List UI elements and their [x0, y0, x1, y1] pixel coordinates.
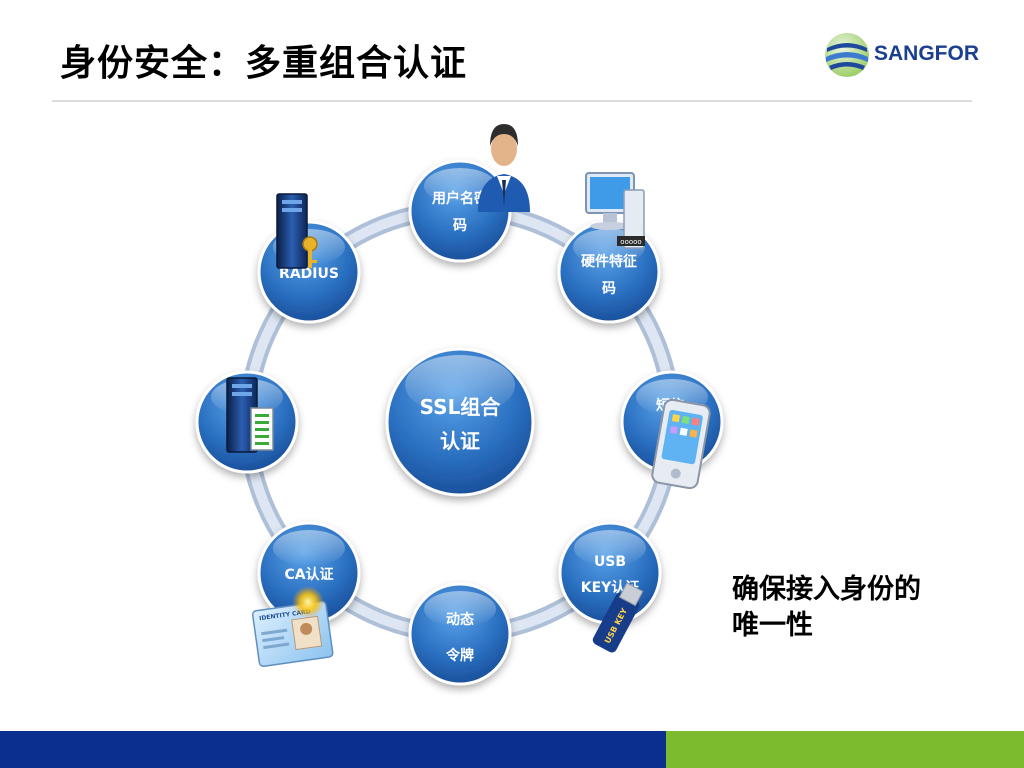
computer-icon: ooooo — [585, 172, 645, 249]
note-line2: 唯一性 — [732, 610, 813, 641]
center-node — [385, 347, 535, 497]
logo-text: SANGFOR — [874, 42, 979, 65]
server-document-icon — [226, 377, 274, 453]
footer-bar-green — [666, 731, 1024, 768]
node-ca — [257, 521, 361, 625]
node-dynamic-token-line1: 动态 — [446, 611, 474, 628]
auth-diagram: SSL组合 认证 用户名密 码 硬件特征 码 短信 认 USB KEY认证 动态… — [195, 124, 724, 686]
computer-badge-text: ooooo — [620, 238, 641, 246]
node-dynamic-token-line2: 令牌 — [445, 647, 474, 664]
node-usb-key-line1: USB — [594, 554, 626, 570]
node-dynamic-token — [408, 582, 512, 686]
title-divider — [52, 100, 972, 102]
node-hardware-code-line2: 码 — [602, 281, 616, 297]
center-label-line1: SSL组合 — [420, 395, 502, 419]
node-radius-line1: RADIUS — [279, 266, 339, 282]
sangfor-logo: SANGFOR — [822, 30, 982, 80]
node-ca-line1: CA认证 — [284, 566, 333, 583]
center-label-line2: 认证 — [440, 429, 480, 453]
id-card-icon: IDENTITY CARD — [251, 586, 334, 667]
page-title: 身份安全：多重组合认证 — [60, 43, 468, 84]
globe-icon — [825, 33, 869, 77]
node-hardware-code-line1: 硬件特征 — [581, 253, 637, 270]
note-line1: 确保接入身份的 — [732, 574, 921, 605]
footer-bar-blue — [0, 731, 666, 768]
node-username-password-line1: 用户名密 — [432, 190, 488, 207]
phone-icon — [651, 398, 711, 490]
server-key-icon — [276, 193, 318, 269]
person-icon — [478, 124, 530, 212]
uniqueness-note: 确保接入身份的 唯一性 — [732, 572, 962, 644]
node-username-password-line2: 码 — [453, 218, 467, 234]
